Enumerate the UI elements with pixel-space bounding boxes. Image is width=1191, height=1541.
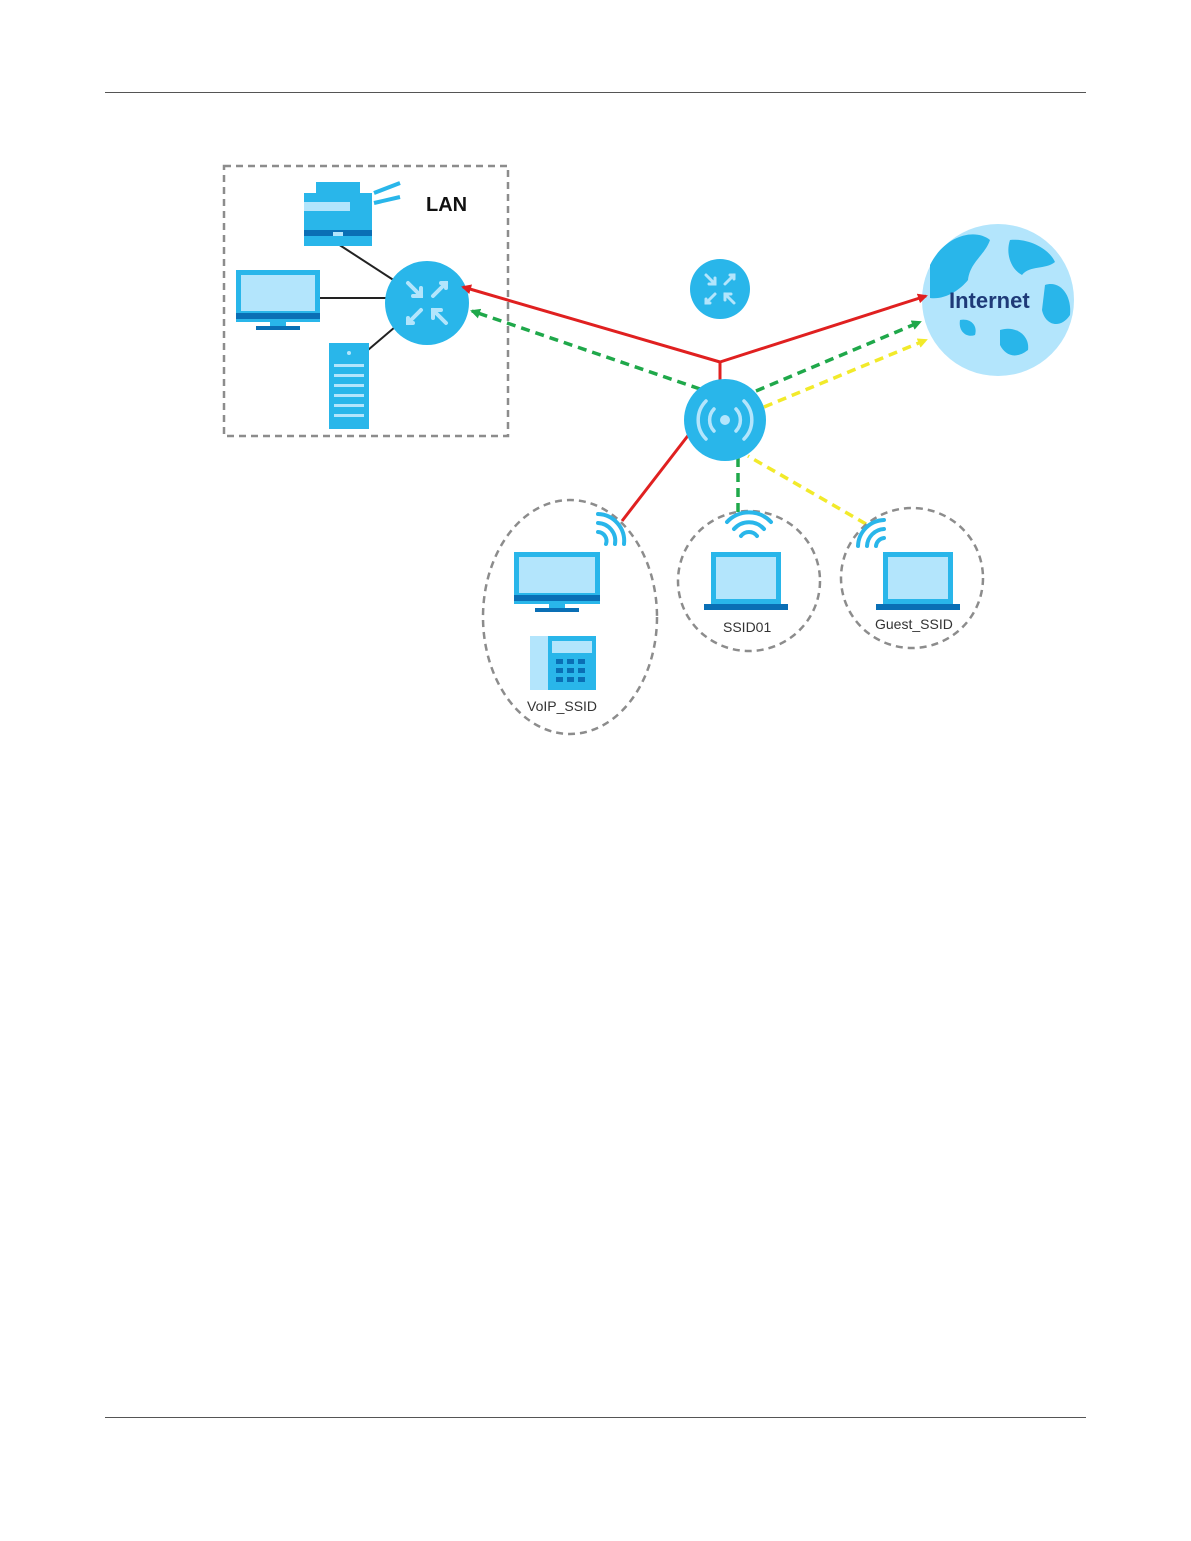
laptop-icon (876, 552, 960, 610)
mfp-printer-icon (304, 182, 400, 246)
wifi-signal-icon (598, 514, 624, 544)
globe-icon: Internet (922, 224, 1074, 376)
router-icon (385, 261, 469, 345)
router-icon (690, 259, 750, 319)
voip-path-client-ap (622, 433, 690, 521)
voip-ssid-label: VoIP_SSID (527, 698, 597, 714)
server-tower-icon (329, 343, 369, 429)
ip-phone-icon (530, 636, 596, 690)
internet-label: Internet (949, 288, 1030, 313)
lan-label: LAN (426, 194, 467, 216)
wifi-signal-icon (727, 512, 771, 536)
wifi-signal-icon (858, 520, 884, 546)
link-printer-router (338, 244, 395, 281)
voip-path-to-lan (463, 287, 720, 362)
ssid01-label: SSID01 (723, 619, 771, 635)
guest-ssid-label: Guest_SSID (875, 616, 953, 632)
guest-path-to-internet (764, 340, 926, 407)
ssid01-path-to-internet (756, 322, 920, 391)
desktop-monitor-icon (236, 270, 320, 330)
link-server-router (368, 327, 395, 350)
access-point-icon (684, 379, 766, 461)
desktop-monitor-icon (514, 552, 600, 612)
laptop-icon (704, 552, 788, 610)
